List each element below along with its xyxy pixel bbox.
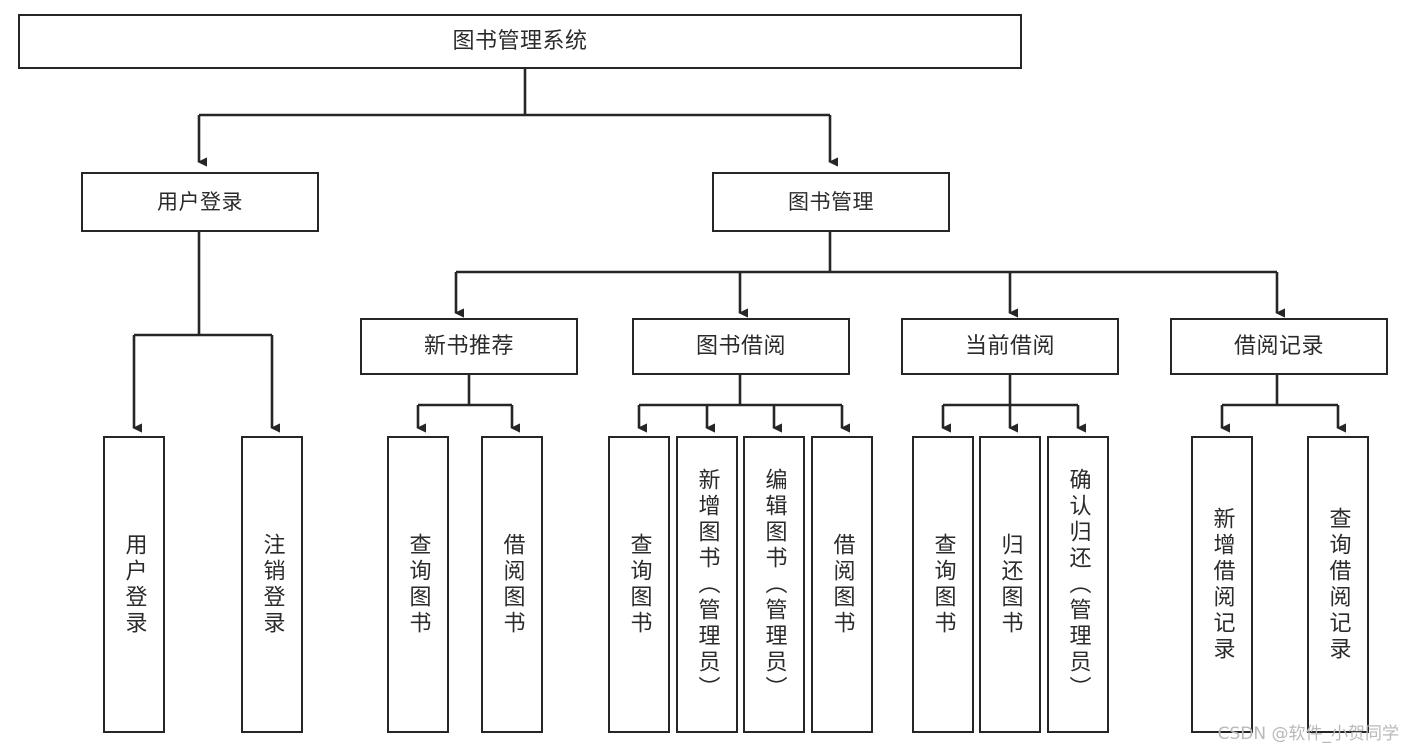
node-label: 新增借阅记录 [1209, 506, 1235, 663]
leaf-recommend-borrow-book[interactable]: 借阅图书 [481, 436, 543, 733]
node-label: 图书管理系统 [452, 28, 588, 54]
node-borrow-record[interactable]: 借阅记录 [1170, 318, 1388, 375]
node-book-borrow[interactable]: 图书借阅 [632, 318, 850, 375]
node-label: 当前借阅 [964, 333, 1055, 359]
leaf-borrow-query-book[interactable]: 查询图书 [608, 436, 670, 733]
leaf-borrow-edit-book-admin[interactable]: 编辑图书（管理员） [743, 436, 805, 733]
node-label: 注销登录 [259, 532, 285, 637]
leaf-user-login-logout[interactable]: 注销登录 [241, 436, 303, 733]
node-label: 查询图书 [626, 532, 652, 637]
node-user-login[interactable]: 用户登录 [81, 172, 319, 232]
node-label: 图书管理 [788, 189, 874, 214]
node-current-borrow[interactable]: 当前借阅 [901, 318, 1119, 375]
node-label: 新书推荐 [423, 333, 514, 359]
node-new-book-recommend[interactable]: 新书推荐 [360, 318, 578, 375]
leaf-current-confirm-return-admin[interactable]: 确认归还（管理员） [1047, 436, 1109, 733]
leaf-record-add-record[interactable]: 新增借阅记录 [1191, 436, 1253, 733]
node-label: 查询借阅记录 [1325, 506, 1351, 663]
leaf-borrow-add-book-admin[interactable]: 新增图书（管理员） [676, 436, 738, 733]
node-label: 归还图书 [997, 532, 1023, 637]
node-label: 用户登录 [121, 532, 147, 637]
node-label: 查询图书 [930, 532, 956, 637]
leaf-record-query-record[interactable]: 查询借阅记录 [1307, 436, 1369, 733]
node-book-management[interactable]: 图书管理 [712, 172, 950, 232]
node-label: 新增图书（管理员） [694, 467, 720, 702]
watermark-text: CSDN @软件_小贺同学 [1217, 724, 1399, 744]
node-label: 借阅图书 [499, 532, 525, 637]
leaf-current-return-book[interactable]: 归还图书 [979, 436, 1041, 733]
node-label: 编辑图书（管理员） [761, 467, 787, 702]
node-label: 借阅图书 [829, 532, 855, 637]
node-label: 查询图书 [405, 532, 431, 637]
leaf-current-query-book[interactable]: 查询图书 [912, 436, 974, 733]
node-label: 确认归还（管理员） [1065, 467, 1091, 702]
node-root-book-management-system[interactable]: 图书管理系统 [18, 14, 1022, 69]
node-label: 图书借阅 [695, 333, 786, 359]
leaf-user-login-login[interactable]: 用户登录 [103, 436, 165, 733]
node-label: 借阅记录 [1233, 333, 1324, 359]
node-label: 用户登录 [157, 189, 243, 214]
leaf-borrow-borrow-book[interactable]: 借阅图书 [811, 436, 873, 733]
leaf-recommend-query-book[interactable]: 查询图书 [387, 436, 449, 733]
